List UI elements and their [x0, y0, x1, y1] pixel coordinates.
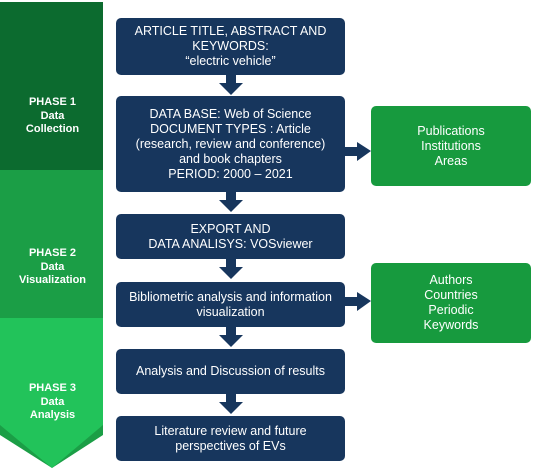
side-box-publications: Publications Institutions Areas — [371, 106, 531, 186]
step-4-line-1: Bibliometric analysis and information — [129, 289, 332, 304]
phase-3-label: PHASE 3 Data Analysis — [0, 382, 105, 423]
step-4-line-2: visualization — [196, 304, 265, 319]
side-1-line-1: Publications — [417, 123, 485, 138]
step-2-line-5: PERIOD: 2000 – 2021 — [168, 166, 293, 181]
arrow-5 — [219, 394, 243, 414]
step-box-literature: Literature review and future perspective… — [116, 416, 345, 461]
phase-2-title: PHASE 2 — [28, 247, 77, 259]
step-1-line-2: KEYWORDS: — [192, 39, 269, 53]
phase-2-line-1: Data — [40, 260, 65, 273]
side-2-line-2: Countries — [424, 288, 478, 302]
phase-2-label: PHASE 2 Data Visualization — [0, 247, 105, 288]
step-box-analysis: Analysis and Discussion of results — [116, 349, 345, 394]
phase-1-label: PHASE 1 Data Collection — [0, 96, 105, 137]
side-arrow-2 — [344, 292, 371, 311]
side-2-line-1: Authors — [429, 273, 473, 287]
step-box-database: DATA BASE: Web of Science DOCUMENT TYPES… — [116, 96, 345, 192]
side-arrow-1 — [344, 142, 371, 161]
step-2-line-2: DOCUMENT TYPES : Article — [150, 121, 311, 136]
phase-2-line-2: Visualization — [18, 274, 87, 286]
arrow-2 — [219, 192, 243, 212]
step-6-line-2: perspectives of EVs — [175, 438, 286, 453]
phase-1-line-1: Data — [40, 109, 65, 122]
step-1-line-3: “electric vehicle” — [185, 54, 276, 68]
step-2-line-3: (research, review and conference) — [135, 136, 326, 151]
arrow-3 — [219, 259, 243, 279]
step-1-line-1: ARTICLE TITLE, ABSTRACT AND — [134, 24, 327, 38]
step-3-line-1: EXPORT AND — [190, 221, 271, 236]
phase-1-line-2: Collection — [25, 123, 80, 135]
phase-3-title: PHASE 3 — [28, 382, 77, 394]
phase-3-line-2: Analysis — [29, 409, 76, 421]
step-box-keywords: ARTICLE TITLE, ABSTRACT AND KEYWORDS: “e… — [116, 18, 345, 75]
step-6-line-1: Literature review and future — [154, 423, 307, 438]
phase-3-chevron — [0, 318, 103, 468]
arrow-1 — [219, 75, 243, 95]
step-box-bibliometric: Bibliometric analysis and information vi… — [116, 282, 345, 327]
side-box-authors: Authors Countries Periodic Keywords — [371, 263, 531, 343]
step-5-line-1: Analysis and Discussion of results — [136, 364, 325, 378]
side-1-line-2: Institutions — [421, 138, 481, 153]
phase-3-line-1: Data — [40, 395, 65, 408]
step-2-line-1: DATA BASE: Web of Science — [149, 106, 312, 121]
arrow-4 — [219, 327, 243, 347]
side-1-line-3: Areas — [434, 153, 468, 168]
step-3-line-2: DATA ANALISYS: VOSviewer — [148, 236, 313, 251]
step-box-export: EXPORT AND DATA ANALISYS: VOSviewer — [116, 214, 345, 259]
side-2-line-4: Keywords — [423, 318, 479, 332]
step-2-line-4: and book chapters — [179, 151, 282, 166]
phase-1-title: PHASE 1 — [28, 96, 77, 108]
side-2-line-3: Periodic — [428, 303, 474, 317]
